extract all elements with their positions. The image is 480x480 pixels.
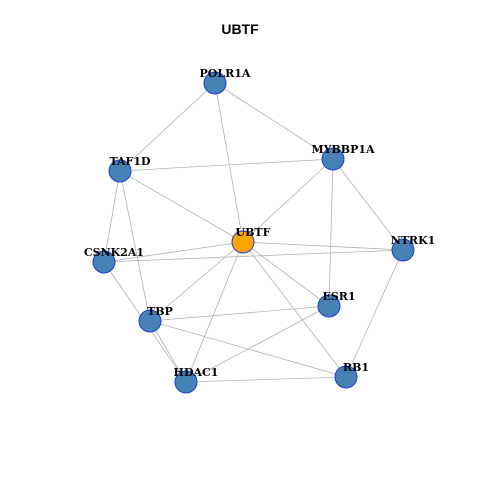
label-layer: UBTF POLR1A MYBBP1A TAF1D NTRK1CSNK2A1ESR1TB… <box>84 67 435 379</box>
edge-tbp-hdac1 <box>149 320 187 383</box>
edge-mybbp1a-ntrk1 <box>332 158 404 251</box>
node-ntrk1[interactable] <box>391 238 415 262</box>
edge-ubtf-esr1 <box>242 241 330 307</box>
edge-taf1d-mybbp1a <box>119 158 334 172</box>
node-label-csnk2a1: CSNK2A1 <box>84 246 144 259</box>
node-rb1[interactable] <box>334 365 358 389</box>
node-label-tbp: TBP <box>147 305 173 318</box>
edge-ntrk1-rb1 <box>345 249 404 378</box>
edge-ubtf-tbp <box>149 241 244 322</box>
node-label-mybbp1a: MYBBP1A <box>311 143 375 156</box>
edge-ubtf-csnk2a1 <box>103 241 244 263</box>
edge-mybbp1a-ubtf <box>242 158 334 243</box>
edge-esr1-hdac1 <box>185 305 330 383</box>
node-hdac1[interactable] <box>174 370 198 394</box>
node-tbp[interactable] <box>138 309 162 333</box>
edge-tbp-rb1 <box>149 320 347 378</box>
edge-taf1d-csnk2a1 <box>103 170 121 263</box>
node-label-polr1a: POLR1A <box>200 67 251 80</box>
node-esr1[interactable] <box>317 294 341 318</box>
node-taf1d[interactable] <box>108 159 132 183</box>
edge-ubtf-hdac1 <box>185 241 244 383</box>
node-layer <box>92 71 415 394</box>
edge-taf1d-tbp <box>119 170 151 322</box>
node-ubtf[interactable] <box>231 230 255 254</box>
edge-layer <box>103 82 404 383</box>
node-label-rb1: RB1 <box>343 361 369 374</box>
node-csnk2a1[interactable] <box>92 250 116 274</box>
edge-polr1a-ubtf <box>214 82 244 243</box>
edge-csnk2a1-ntrk1 <box>103 249 404 263</box>
diagram-title: UBTF <box>221 21 259 37</box>
node-polr1a[interactable] <box>203 71 227 95</box>
edge-taf1d-ubtf <box>119 170 244 243</box>
node-label-esr1: ESR1 <box>322 290 355 303</box>
node-label-hdac1: HDAC1 <box>174 366 219 379</box>
edge-ubtf-rb1 <box>242 241 347 378</box>
edge-mybbp1a-esr1 <box>328 158 334 307</box>
edge-polr1a-taf1d <box>119 82 216 172</box>
node-label-taf1d: TAF1D <box>109 155 151 168</box>
edge-ubtf-ntrk1 <box>242 241 404 251</box>
node-mybbp1a[interactable] <box>321 147 345 171</box>
edge-hdac1-rb1 <box>185 376 347 383</box>
node-label-ubtf: UBTF <box>236 226 271 239</box>
edge-polr1a-mybbp1a <box>214 82 334 160</box>
edge-esr1-tbp <box>149 305 330 322</box>
node-label-ntrk1: NTRK1 <box>391 234 436 247</box>
